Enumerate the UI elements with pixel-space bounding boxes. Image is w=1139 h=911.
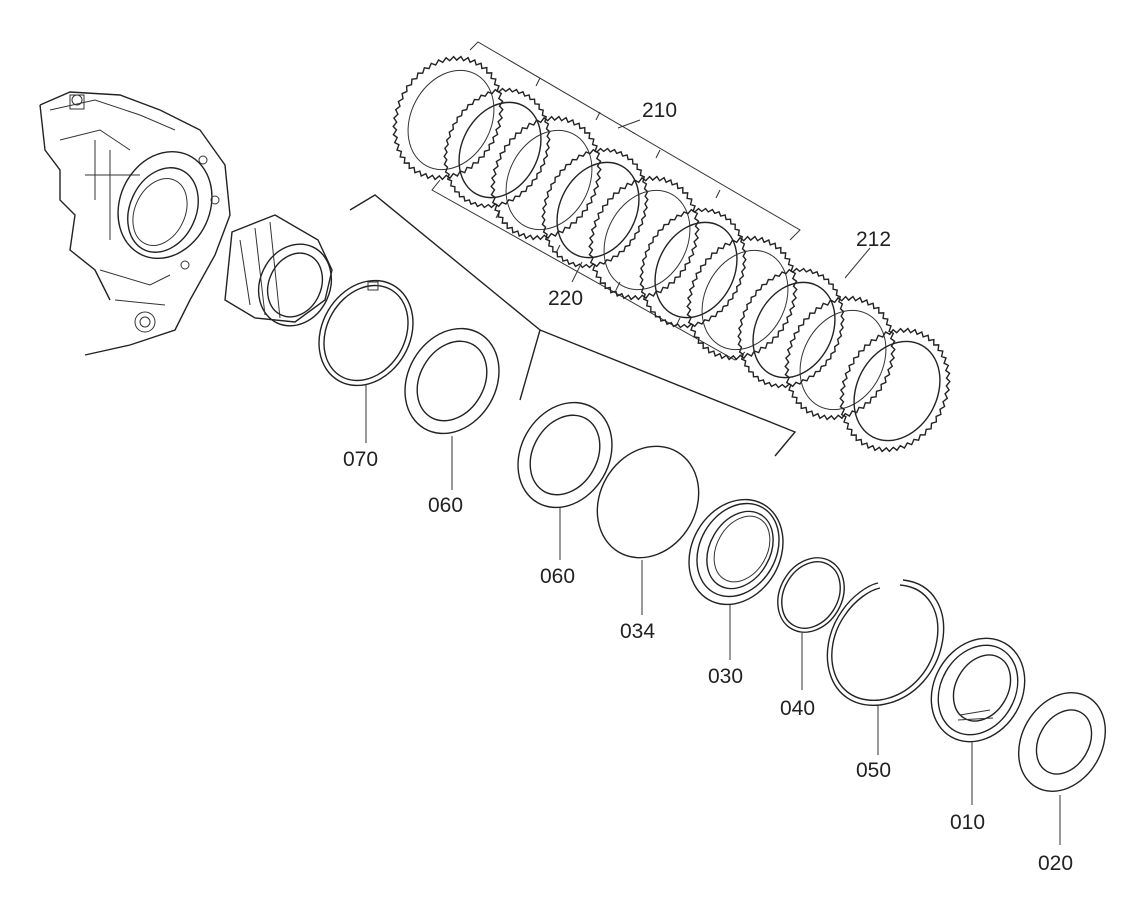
friction-disc (541, 147, 649, 269)
steel-plate (392, 55, 504, 181)
callout-030: 030 (708, 665, 743, 688)
transmission-housing (39, 91, 231, 356)
callout-060-a: 060 (428, 494, 463, 517)
part-010-bearing (930, 637, 1026, 743)
steel-plate (490, 115, 602, 241)
clutch-disc-pack (431, 41, 801, 361)
steel-plate (588, 175, 700, 301)
friction-disc (443, 87, 551, 209)
friction-disc (639, 207, 747, 329)
part-070-snap-ring (318, 279, 414, 387)
assembly-bracket (349, 194, 797, 457)
part-050-snap-ring (826, 579, 945, 706)
part-040-seal-ring (777, 557, 845, 633)
steel-plate (784, 295, 896, 421)
part-030-piston (688, 498, 784, 606)
part-020-disc-washer (1017, 692, 1107, 792)
callout-020: 020 (1038, 852, 1073, 875)
callout-010: 010 (950, 811, 985, 834)
end-plate-212 (839, 327, 951, 453)
part-060-thrust-washer-2 (517, 401, 613, 509)
callout-070: 070 (343, 448, 378, 471)
friction-disc (737, 267, 845, 389)
clutch-hub (224, 214, 333, 327)
steel-plate (686, 235, 798, 361)
callout-060-b: 060 (540, 565, 575, 588)
part-060-thrust-washer-1 (404, 327, 500, 435)
callout-220: 220 (548, 287, 583, 310)
callout-034: 034 (620, 620, 655, 643)
callout-labels: 210 212 220 070 060 060 034 030 040 050 … (343, 99, 1073, 875)
part-034-o-ring (596, 445, 700, 559)
callout-050: 050 (856, 759, 891, 782)
callout-212: 212 (856, 228, 891, 251)
leader-lines (365, 119, 1061, 845)
clutch-discs (392, 55, 951, 453)
callout-040: 040 (780, 697, 815, 720)
callout-210: 210 (642, 99, 677, 122)
